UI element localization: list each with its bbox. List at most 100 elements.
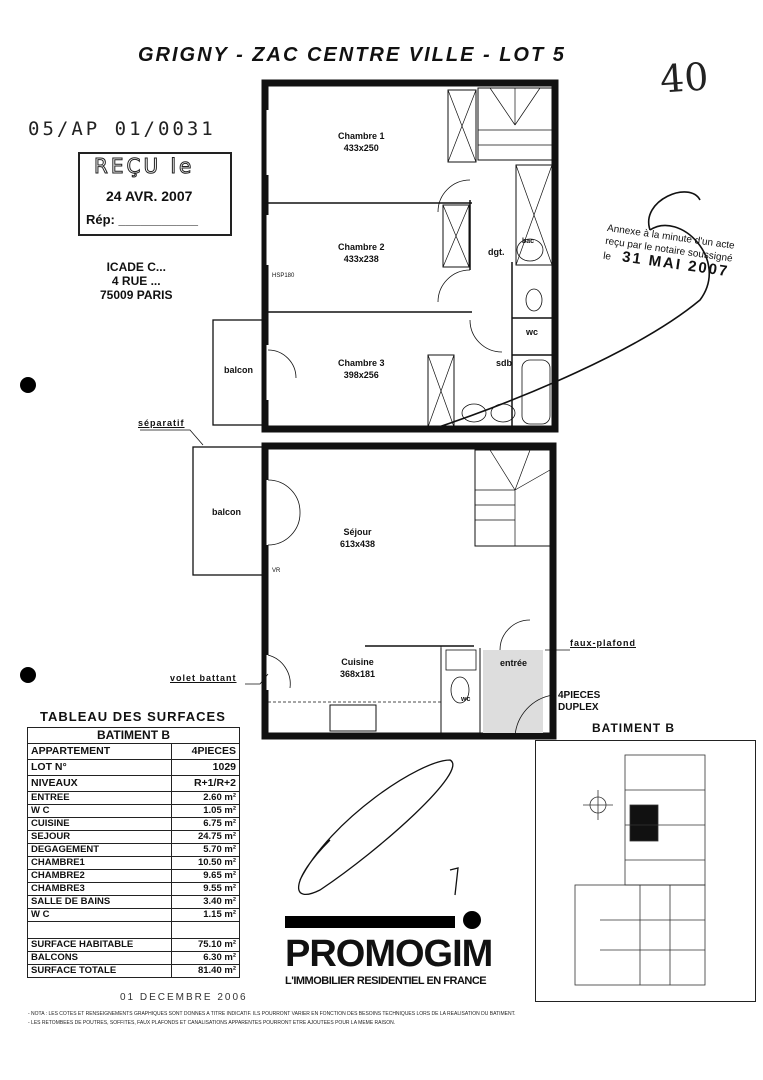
row-value: 10.50 m² xyxy=(171,856,240,870)
row-label: SURFACE TOTALE xyxy=(27,964,172,978)
room-dimensions: 613x438 xyxy=(340,539,376,549)
sdb-label: sdb xyxy=(496,358,513,368)
blank-cell xyxy=(171,921,240,939)
site-plan-sketch xyxy=(574,754,706,986)
upper-balcony xyxy=(212,319,264,426)
volet-battant-label: volet battant xyxy=(170,673,237,683)
room-dimensions: 433x250 xyxy=(343,143,379,153)
blank-cell xyxy=(27,921,172,939)
stamp-rep: Rép: ___________ xyxy=(86,212,199,227)
row-value: 6.30 m² xyxy=(171,951,240,965)
separatif-label: séparatif xyxy=(138,418,185,428)
row-value: 3.40 m² xyxy=(171,895,240,909)
room-name: Cuisine xyxy=(341,657,374,667)
balcon-upper-label: balcon xyxy=(224,365,254,375)
row-label: W C xyxy=(27,908,172,922)
logo-bar xyxy=(285,916,455,928)
room-name: Séjour xyxy=(343,527,372,537)
row-label: CHAMBRE1 xyxy=(27,856,172,870)
row-label: SALLE DE BAINS xyxy=(27,895,172,909)
wc-lower-label: wc xyxy=(461,696,471,703)
row-label: BALCONS xyxy=(27,951,172,965)
logo-tagline: L'IMMOBILIER RESIDENTIEL EN FRANCE xyxy=(285,975,487,987)
blank-row xyxy=(27,921,240,939)
row-label: NIVEAUX xyxy=(27,775,172,792)
address-line: 75009 PARIS xyxy=(100,288,173,302)
faux-plafond-label: faux-plafond xyxy=(570,638,636,648)
row-value: 9.65 m² xyxy=(171,869,240,883)
logo-dot xyxy=(463,911,481,929)
row-label: CHAMBRE2 xyxy=(27,869,172,883)
site-plan-frame xyxy=(535,740,756,1002)
row-value: 81.40 m² xyxy=(171,964,240,978)
row-value: 4PIECES xyxy=(171,743,240,760)
punch-hole xyxy=(20,667,36,683)
note-line: - LES RETOMBEES DE POUTRES, SOFFITES, FA… xyxy=(28,1020,396,1026)
row-label: LOT N° xyxy=(27,759,172,776)
room-label-sejour: Séjour 613x438 xyxy=(340,526,375,550)
table-title: TABLEAU DES SURFACES xyxy=(40,709,226,724)
row-label: ENTREE xyxy=(27,791,172,805)
room-label-chambre-1: Chambre 1 433x250 xyxy=(338,130,385,154)
table-row: LOT N°1029 xyxy=(27,759,240,776)
upper-floor-walls xyxy=(261,79,559,433)
hsp-label: HSP180 xyxy=(272,273,295,279)
promogim-logo: PROMOGIM L'IMMOBILIER RESIDENTIEL EN FRA… xyxy=(285,911,493,988)
row-value: 9.55 m² xyxy=(171,882,240,896)
room-dimensions: 368x181 xyxy=(340,669,376,679)
type-line: 4PIECES xyxy=(558,690,601,701)
lower-floor-walls xyxy=(261,442,557,740)
row-label: APPARTEMENT xyxy=(27,743,172,760)
row-value: R+1/R+2 xyxy=(171,775,240,792)
vr-label: VR xyxy=(272,568,281,574)
row-value: 1.15 m² xyxy=(171,908,240,922)
row-value: 6.75 m² xyxy=(171,817,240,831)
row-label: DEGAGEMENT xyxy=(27,843,172,857)
bac-label: bac xyxy=(522,238,535,245)
room-name: Chambre 1 xyxy=(338,131,385,141)
logo-name: PROMOGIM xyxy=(285,933,493,975)
type-line: DUPLEX xyxy=(558,702,599,713)
site-plan-title: BATIMENT B xyxy=(592,721,676,735)
room-label-cuisine: Cuisine 368x181 xyxy=(340,656,375,680)
row-value: 75.10 m² xyxy=(171,938,240,952)
stamp-date: 24 AVR. 2007 xyxy=(106,188,193,204)
room-name: Chambre 2 xyxy=(338,242,385,252)
row-value: 2.60 m² xyxy=(171,791,240,805)
row-value: 1.05 m² xyxy=(171,804,240,818)
received-stamp: REÇU le 24 AVR. 2007 Rép: ___________ xyxy=(78,152,232,236)
address-line: ICADE C... xyxy=(106,260,166,274)
balcon-lower-label: balcon xyxy=(212,507,242,517)
row-value: 1029 xyxy=(171,759,240,776)
stamp-label: REÇU le xyxy=(93,154,195,179)
dgt-label: dgt. xyxy=(488,247,505,257)
address-stamp: ICADE C... 4 RUE ... 75009 PARIS xyxy=(100,260,173,302)
room-dimensions: 433x238 xyxy=(343,254,379,264)
row-label: SEJOUR xyxy=(27,830,172,844)
room-dimensions: 398x256 xyxy=(343,370,379,380)
row-value: 5.70 m² xyxy=(171,843,240,857)
table-date: 01 DECEMBRE 2006 xyxy=(120,992,248,1003)
wc-upper-label: wc xyxy=(526,327,539,337)
row-value: 24.75 m² xyxy=(171,830,240,844)
entree-label: entrée xyxy=(500,658,528,668)
document-title: GRIGNY - ZAC CENTRE VILLE - LOT 5 xyxy=(138,44,566,66)
address-line: 4 RUE ... xyxy=(111,274,161,288)
